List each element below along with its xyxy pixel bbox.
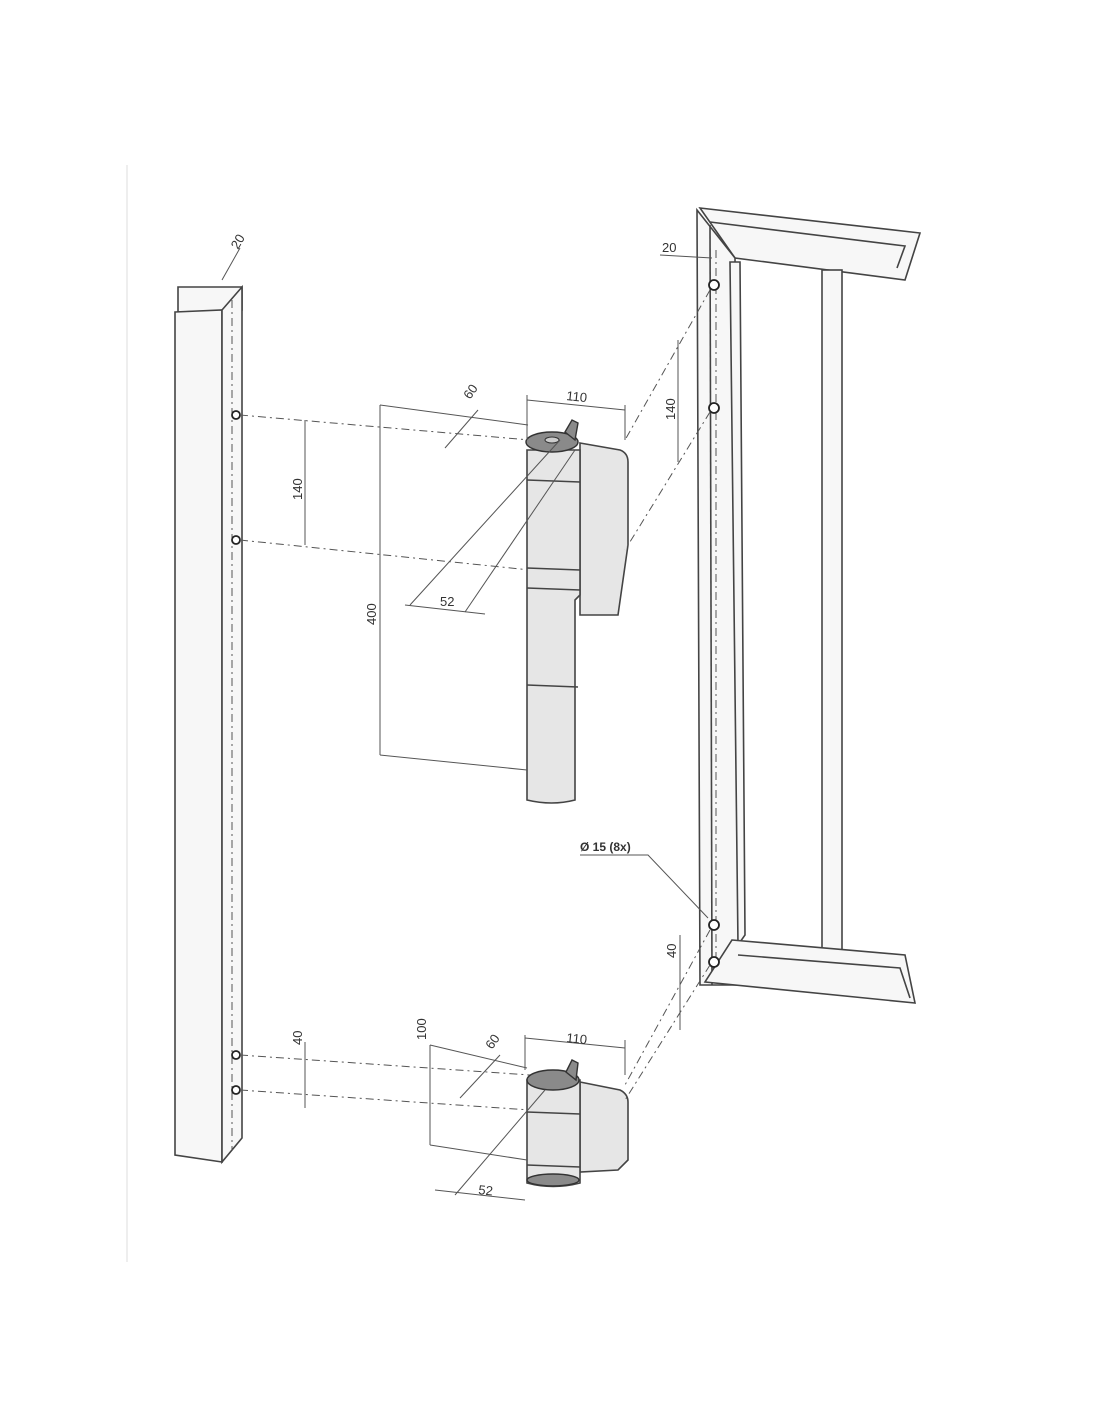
upper-hinge <box>525 419 629 804</box>
dim-post-hole-spacing-upper: 140 <box>290 478 305 500</box>
dim-frame-hole-spacing-lower: 40 <box>664 944 679 958</box>
upper-hinge-dimension-lines <box>379 395 626 771</box>
dim-lower-hinge-width: 110 <box>566 1030 588 1047</box>
dim-post-wall: 20 <box>228 231 248 251</box>
frame-hole <box>708 956 720 968</box>
post-hole <box>231 535 241 545</box>
lower-hinge-dimension-lines <box>429 1035 626 1201</box>
dim-frame-hole-spacing-upper: 140 <box>663 398 678 420</box>
dim-lower-hinge-depth: 52 <box>478 1182 494 1198</box>
dim-upper-hinge-offset: 60 <box>460 381 481 401</box>
dim-hole-diameter: Ø 15 (8x) <box>580 840 631 854</box>
post-hole <box>231 410 241 420</box>
frame-dimension-lines <box>580 254 713 1101</box>
dim-upper-hinge-width: 110 <box>566 388 588 405</box>
dim-upper-hinge-depth: 52 <box>440 594 454 609</box>
dim-frame-wall: 20 <box>662 240 676 255</box>
gate-frame <box>696 207 922 1004</box>
dim-upper-hinge-height: 400 <box>364 603 379 625</box>
frame-hole <box>708 279 720 291</box>
dim-lower-hinge-height: 100 <box>414 1018 429 1040</box>
dim-lower-hinge-offset: 60 <box>482 1031 503 1051</box>
post-hole <box>231 1050 241 1060</box>
dim-post-hole-spacing-lower: 40 <box>290 1031 305 1045</box>
gate-post <box>174 247 243 1165</box>
lower-hinge <box>526 1059 629 1188</box>
post-dimension-lines <box>239 414 531 1111</box>
frame-hole <box>708 402 720 414</box>
frame-hole <box>708 919 720 931</box>
post-hole <box>231 1085 241 1095</box>
